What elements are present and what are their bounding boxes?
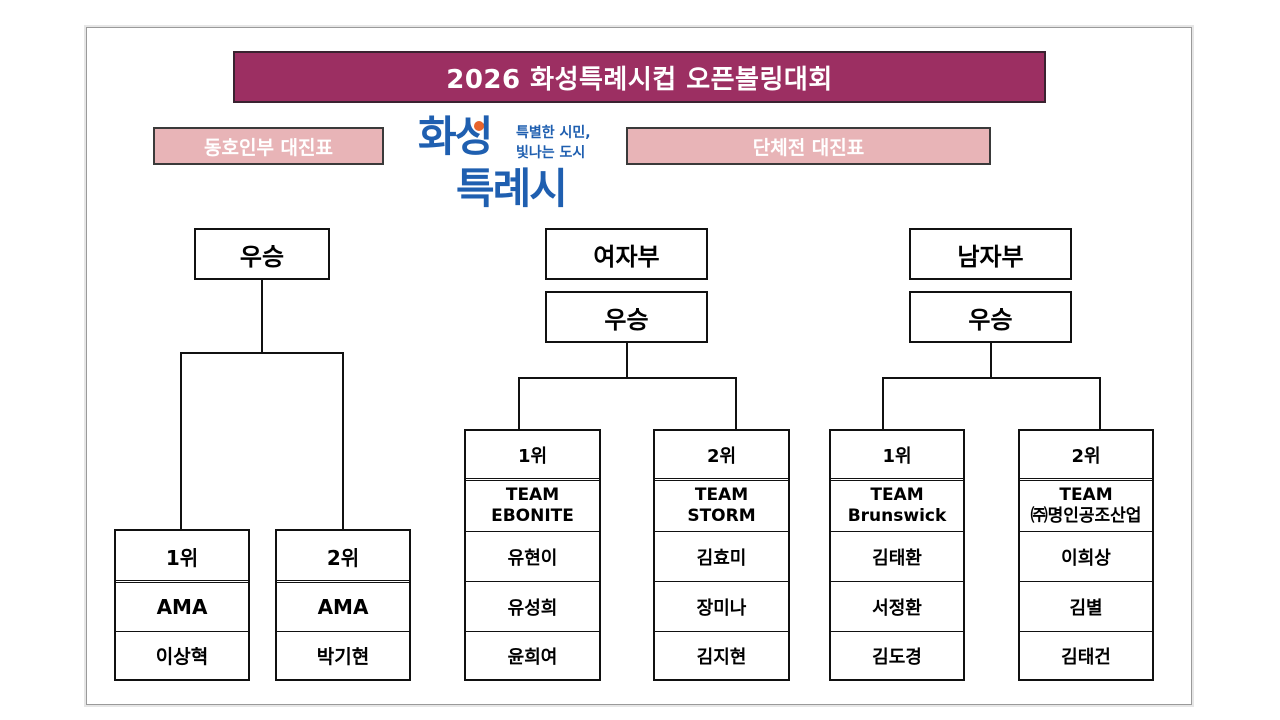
men-bracket-bar	[882, 377, 1101, 379]
divider	[466, 581, 599, 582]
divider	[831, 478, 963, 481]
logo-slogan-2: 빛나는 도시	[516, 145, 586, 161]
logo-line1: 화성	[418, 112, 493, 161]
divider	[655, 631, 788, 632]
player-name: 서정환	[872, 597, 922, 619]
player-name: 김태환	[872, 547, 922, 569]
player-name: 김태건	[1061, 646, 1111, 668]
divider	[831, 581, 963, 582]
rank-label: 1위	[165, 545, 199, 570]
women-bracket-bar	[518, 377, 737, 379]
women-bracket-left-leg	[518, 377, 520, 430]
men-winner-box: 우승	[909, 291, 1072, 343]
team-name: TEAM STORM	[655, 481, 788, 531]
team-bracket-heading: 단체전 대진표	[626, 127, 991, 165]
player-name: 이상혁	[155, 646, 209, 668]
player-name: 김효미	[696, 547, 747, 569]
player-name: 김별	[1069, 597, 1103, 619]
rank-label: 2위	[706, 445, 737, 467]
divider	[116, 631, 248, 632]
club-bracket-stem	[261, 280, 263, 354]
men-bracket-left-leg	[882, 377, 884, 430]
team-name-line1: TEAM	[870, 485, 924, 505]
team-name-line1: TEAM	[505, 485, 560, 505]
team-name: TEAM ㈜명인공조산업	[1020, 481, 1152, 531]
divider	[831, 531, 963, 532]
club-entry-1: 1위 AMA 이상혁	[114, 529, 250, 681]
divider	[466, 631, 599, 632]
divider	[277, 580, 409, 583]
divider	[1020, 631, 1152, 632]
player-name: 박기현	[316, 646, 370, 668]
rank-label: 1위	[517, 445, 548, 467]
logo-accent	[474, 121, 484, 131]
divider	[831, 631, 963, 632]
divider	[655, 581, 788, 582]
women-division-box: 여자부	[545, 228, 708, 280]
divider	[1020, 531, 1152, 532]
men-bracket-stem	[990, 343, 992, 379]
divider	[116, 580, 248, 583]
team-name-line1: TEAM	[694, 485, 749, 505]
men-division-box: 남자부	[909, 228, 1072, 280]
women-winner-box: 우승	[545, 291, 708, 343]
team-name: AMA	[156, 595, 208, 619]
women-entry-2: 2위 TEAM STORM 김효미 장미나 김지현	[653, 429, 790, 681]
men-entry-1: 1위 TEAM Brunswick 김태환 서정환 김도경	[829, 429, 965, 681]
player-name: 윤희여	[507, 646, 558, 668]
page-title: 2026 화성특례시컵 오픈볼링대회	[233, 51, 1046, 103]
divider	[277, 631, 409, 632]
rank-label: 2위	[326, 545, 360, 570]
logo-line2: 특례시	[456, 164, 568, 213]
team-name: TEAM Brunswick	[831, 481, 963, 531]
women-bracket-right-leg	[735, 377, 737, 430]
player-name: 이희상	[1061, 547, 1111, 569]
team-name: AMA	[317, 595, 369, 619]
men-entry-2: 2위 TEAM ㈜명인공조산업 이희상 김별 김태건	[1018, 429, 1154, 681]
team-name: TEAM EBONITE	[466, 481, 599, 531]
player-name: 유현이	[507, 547, 558, 569]
divider	[466, 531, 599, 532]
player-name: 김지현	[696, 646, 747, 668]
divider	[1020, 478, 1152, 481]
club-winner-box: 우승	[194, 228, 330, 280]
team-name-line2: EBONITE	[491, 506, 574, 526]
men-bracket-right-leg	[1099, 377, 1101, 430]
player-name: 장미나	[696, 597, 747, 619]
team-name-line2: STORM	[687, 506, 756, 526]
rank-label: 1위	[882, 445, 912, 467]
team-name-line2: ㈜명인공조산업	[1030, 506, 1142, 526]
club-bracket-left-leg	[180, 352, 182, 530]
divider	[466, 478, 599, 481]
club-bracket-bar	[180, 352, 344, 354]
divider	[655, 531, 788, 532]
player-name: 김도경	[872, 646, 922, 668]
divider	[655, 478, 788, 481]
team-name-line1: TEAM	[1059, 485, 1113, 505]
rank-label: 2위	[1071, 445, 1101, 467]
team-name-line2: Brunswick	[847, 506, 947, 526]
club-entry-2: 2위 AMA 박기현	[275, 529, 411, 681]
club-bracket-heading: 동호인부 대진표	[153, 127, 384, 165]
outer-frame	[86, 27, 1192, 705]
player-name: 유성희	[507, 597, 558, 619]
logo-slogan-1: 특별한 시민,	[516, 125, 591, 141]
women-entry-1: 1위 TEAM EBONITE 유현이 유성희 윤희여	[464, 429, 601, 681]
divider	[1020, 581, 1152, 582]
hwaseong-logo: 화성 특례시 특별한 시민, 빛나는 도시	[410, 112, 620, 224]
club-bracket-right-leg	[342, 352, 344, 530]
women-bracket-stem	[626, 343, 628, 379]
